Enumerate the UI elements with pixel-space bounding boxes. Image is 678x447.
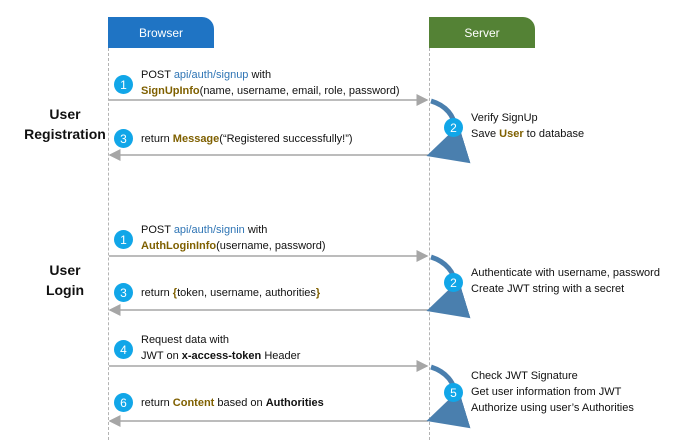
reg-step3-badge: 3 bbox=[114, 129, 133, 148]
login-step1-post: with bbox=[244, 224, 268, 236]
reg-step2-badge: 2 bbox=[444, 118, 463, 137]
login-step6-text: return Content based on Authorities bbox=[141, 395, 324, 411]
reg-step1-obj: SignUpInfo bbox=[141, 85, 200, 97]
server-header: Server bbox=[429, 17, 535, 48]
login-step1-pre: POST bbox=[141, 224, 174, 236]
login-step5-line3: Authorize using user’s Authorities bbox=[471, 402, 634, 414]
reg-step1-pre: POST bbox=[141, 69, 174, 81]
login-step6-badge: 6 bbox=[114, 393, 133, 412]
login-step6-auth: Authorities bbox=[265, 397, 324, 409]
server-lifeline bbox=[429, 48, 430, 440]
reg-step2-line1: Verify SignUp bbox=[471, 112, 538, 124]
login-step4-header-name: x-access-token bbox=[181, 350, 262, 362]
login-step1-text: POST api/auth/signin with AuthLoginInfo(… bbox=[141, 222, 326, 254]
login-step1-badge: 1 bbox=[114, 230, 133, 249]
login-step6-pre: return bbox=[141, 397, 173, 409]
reg-step3-pre: return bbox=[141, 133, 173, 145]
section-login: User Login bbox=[15, 260, 115, 300]
login-step4-pre: JWT on bbox=[141, 350, 182, 362]
login-step2-text: Authenticate with username, password Cre… bbox=[471, 265, 660, 297]
browser-lifeline bbox=[108, 48, 109, 440]
login-step3-badge: 3 bbox=[114, 283, 133, 302]
login-step2-line1: Authenticate with username, password bbox=[471, 267, 660, 279]
reg-step1-args: (name, username, email, role, password) bbox=[199, 85, 400, 97]
login-step5-line1: Check JWT Signature bbox=[471, 370, 578, 382]
login-step3-mid: token, username, authorities bbox=[177, 287, 316, 299]
login-step1-api: api/auth/signin bbox=[173, 224, 245, 236]
login-step2-badge: 2 bbox=[444, 273, 463, 292]
login-step5-text: Check JWT Signature Get user information… bbox=[471, 368, 634, 416]
reg-step1-badge: 1 bbox=[114, 75, 133, 94]
reg-step1-api: api/auth/signup bbox=[173, 69, 249, 81]
login-step4-text: Request data with JWT on x-access-token … bbox=[141, 332, 300, 364]
login-step5-badge: 5 bbox=[444, 383, 463, 402]
login-step4-badge: 4 bbox=[114, 340, 133, 359]
login-step3-close: } bbox=[315, 287, 321, 299]
login-step4-line1: Request data with bbox=[141, 334, 230, 346]
reg-step2-pre: Save bbox=[471, 128, 500, 140]
login-step1-args: (username, password) bbox=[216, 240, 326, 252]
reg-step2-text: Verify SignUp Save User to database bbox=[471, 110, 584, 142]
login-step2-line2: Create JWT string with a secret bbox=[471, 283, 625, 295]
reg-step2-post: to database bbox=[523, 128, 585, 140]
reg-step1-post: with bbox=[248, 69, 272, 81]
login-step6-obj: Content bbox=[172, 397, 215, 409]
section-login-line1: User bbox=[49, 262, 81, 278]
reg-step3-post: (“Registered successfully!”) bbox=[219, 133, 353, 145]
login-step6-mid: based on bbox=[214, 397, 266, 409]
login-step1-obj: AuthLoginInfo bbox=[141, 240, 217, 252]
reg-step3-obj: Message bbox=[172, 133, 220, 145]
login-step3-open: { bbox=[172, 287, 178, 299]
reg-step1-text: POST api/auth/signup with SignUpInfo(nam… bbox=[141, 67, 400, 99]
login-step4-post: Header bbox=[261, 350, 301, 362]
login-step5-line2: Get user information from JWT bbox=[471, 386, 622, 398]
login-step3-pre: return bbox=[141, 287, 173, 299]
reg-step3-text: return Message(“Registered successfully!… bbox=[141, 131, 353, 147]
section-login-line2: Login bbox=[45, 282, 85, 298]
section-registration-line2: Registration bbox=[24, 126, 106, 142]
section-registration-line1: User bbox=[49, 106, 81, 122]
login-step3-text: return {token, username, authorities} bbox=[141, 285, 320, 301]
browser-header: Browser bbox=[108, 17, 214, 48]
section-registration: User Registration bbox=[15, 104, 115, 144]
reg-step2-obj: User bbox=[499, 128, 524, 140]
